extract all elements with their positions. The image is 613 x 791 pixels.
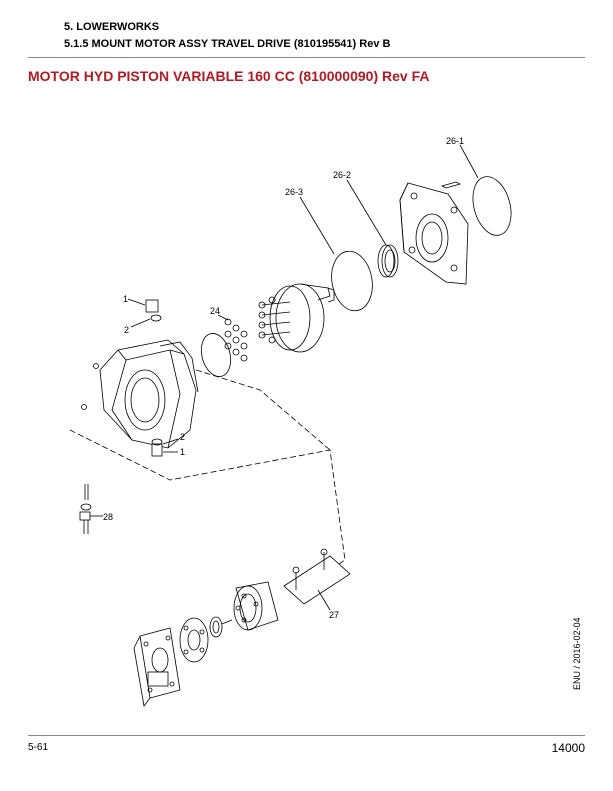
part-valve-plate	[179, 617, 209, 663]
part-26-1-o-ring	[459, 144, 512, 236]
part-plug-top	[127, 298, 162, 328]
part-24-ring-set	[217, 314, 248, 362]
callout-1-bottom: 1	[180, 447, 185, 457]
callout-26-3: 26-3	[285, 187, 303, 197]
page-title: MOTOR HYD PISTON VARIABLE 160 CC (810000…	[28, 68, 430, 84]
part-plug-bottom	[151, 438, 179, 457]
callout-24: 24	[210, 306, 220, 316]
document-date-code: ENU / 2016-02-04	[572, 617, 582, 690]
part-rotating-group	[258, 283, 335, 353]
part-26-3-o-ring	[299, 196, 373, 312]
callout-28: 28	[103, 512, 113, 522]
callout-26-2: 26-2	[333, 170, 351, 180]
callout-26-1: 26-1	[446, 136, 464, 146]
part-28-screw	[79, 484, 103, 534]
callout-1-top: 1	[123, 294, 128, 304]
document-number: 14000	[551, 741, 585, 755]
callout-2-top: 2	[124, 325, 129, 335]
footer-divider	[28, 735, 585, 736]
page-number: 5-61	[28, 742, 49, 753]
subsection-heading: 5.1.5 MOUNT MOTOR ASSY TRAVEL DRIVE (810…	[64, 38, 391, 50]
callout-27: 27	[329, 610, 339, 620]
header-divider	[28, 57, 585, 58]
part-motor-housing	[81, 339, 199, 449]
part-end-cap-plate	[399, 181, 469, 285]
part-27-valve-block	[283, 548, 351, 611]
callout-2-bottom: 2	[180, 432, 185, 442]
part-housing-o-ring	[200, 333, 232, 377]
section-heading: 5. LOWERWORKS	[64, 21, 160, 33]
part-26-2-seal	[346, 179, 399, 278]
assembly-guide-lines	[69, 369, 346, 591]
part-cylinder-block	[233, 581, 279, 631]
part-small-seal	[209, 616, 233, 638]
part-port-plate	[133, 627, 181, 707]
